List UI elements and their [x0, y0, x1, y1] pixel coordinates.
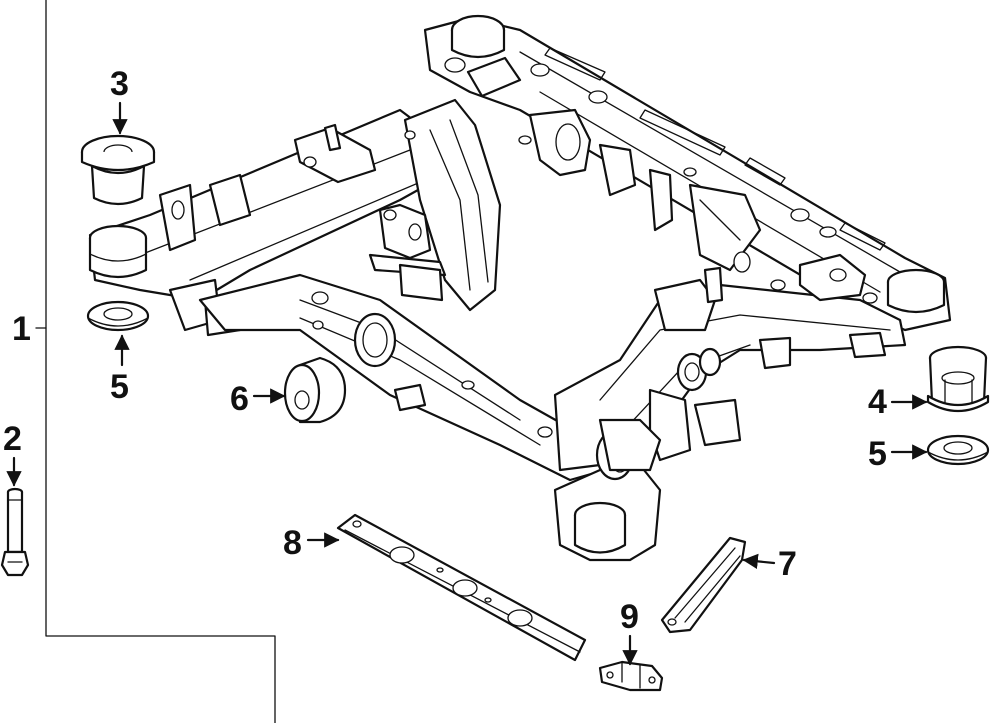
callout-9-label: 9 [620, 598, 639, 636]
part-6-bushing [283, 356, 347, 424]
part-3-bushing [80, 134, 156, 206]
callout-2-label: 2 [3, 420, 22, 458]
callout-6-label: 6 [230, 380, 249, 418]
part-4-bushing [926, 345, 990, 412]
subframe-assembly [88, 14, 952, 562]
callout-7-arrow [742, 553, 776, 570]
callout-7-label: 7 [778, 545, 797, 583]
part-5-washer-left [86, 300, 150, 332]
callout-5-left-label: 5 [110, 368, 129, 406]
callout-8-label: 8 [283, 524, 302, 562]
part-9-bracket [598, 660, 664, 692]
callout-1-label: 1 [12, 310, 31, 348]
part-5-washer-right [926, 434, 990, 466]
assembly-boundary-frame [45, 0, 276, 723]
part-2-bolt [0, 487, 30, 577]
part-8-brace [336, 513, 587, 662]
callout-5-right-label: 5 [868, 435, 887, 473]
callout-4-label: 4 [868, 383, 887, 421]
callout-3-label: 3 [110, 65, 129, 103]
part-7-link [660, 536, 747, 634]
